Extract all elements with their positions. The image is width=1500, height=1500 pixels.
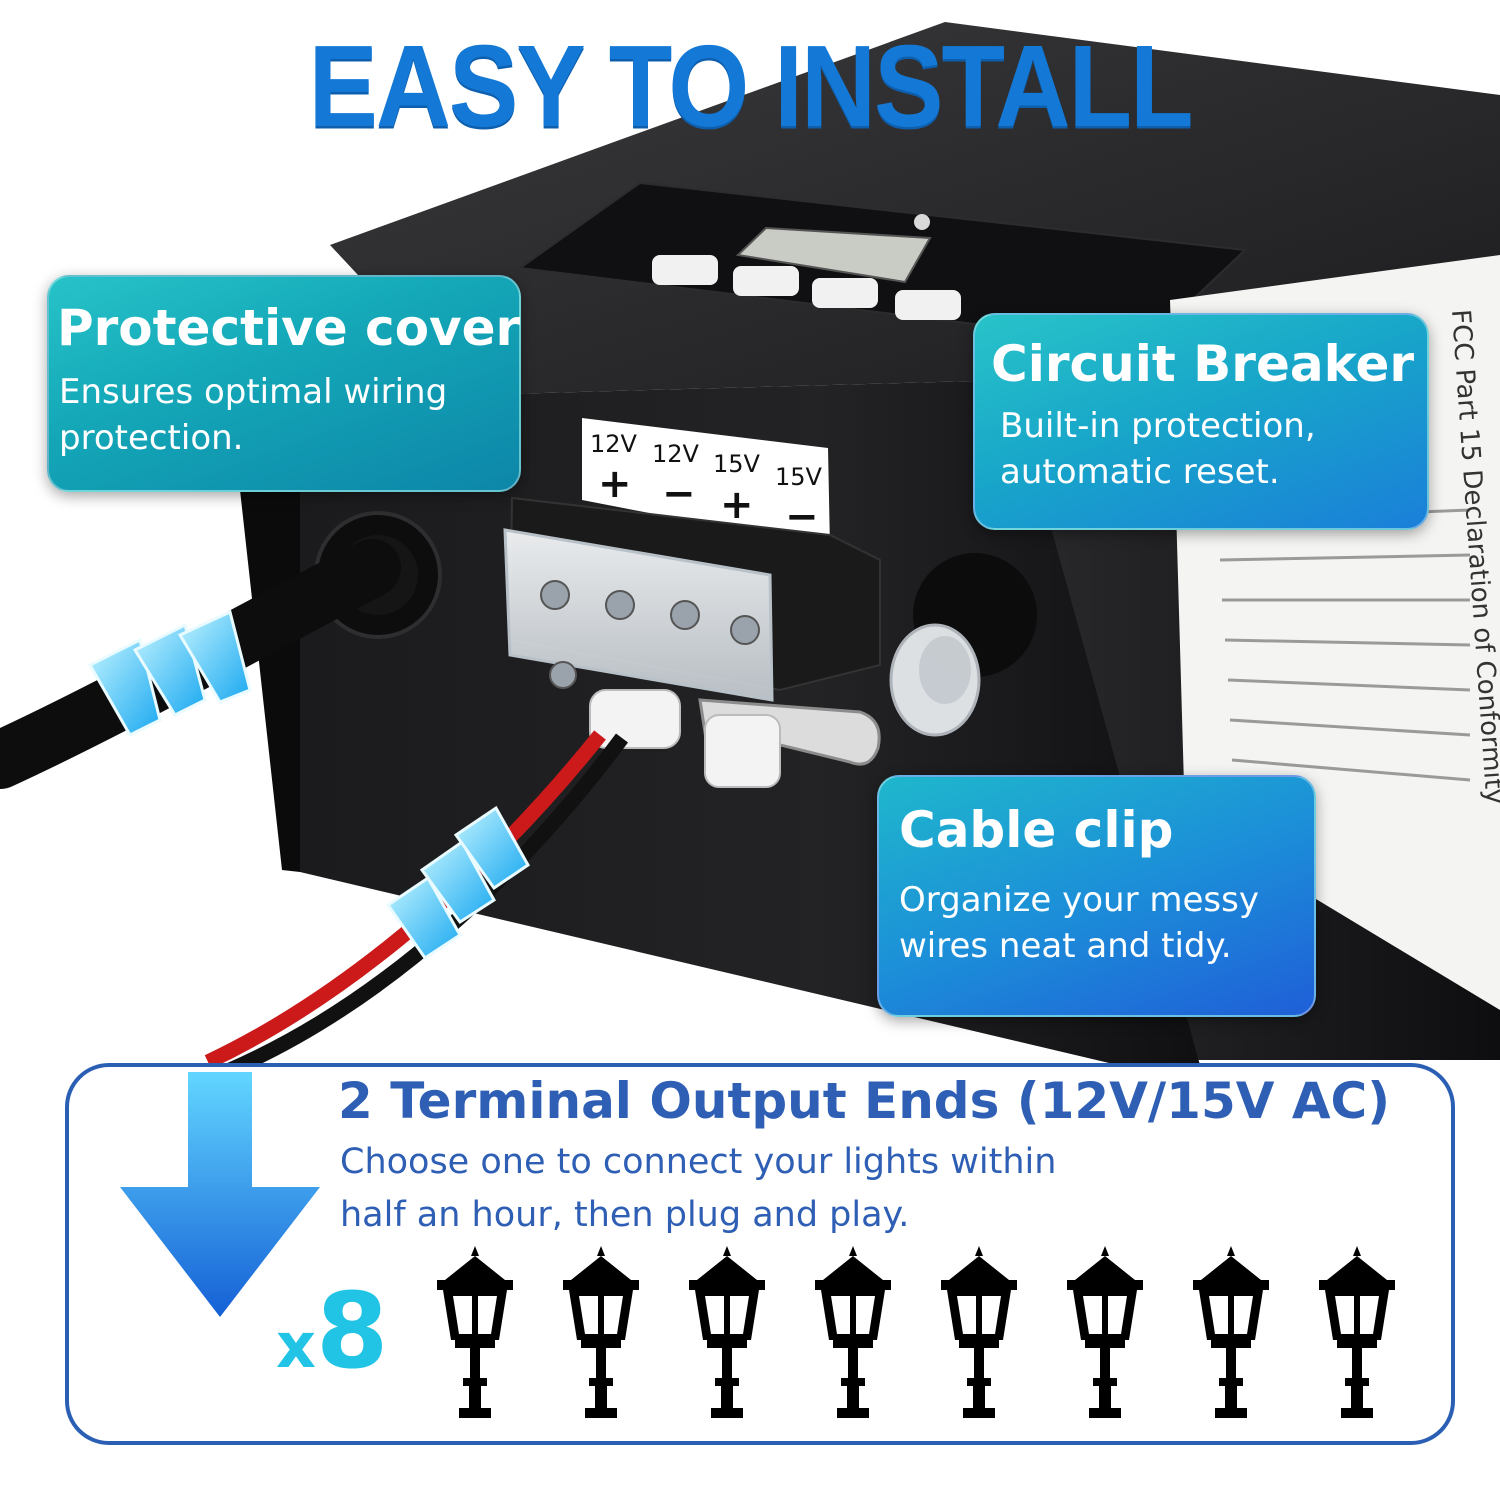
lamp-row [410,1244,1420,1424]
panel-button-down [812,278,878,308]
fcc-label-lines [1219,508,1471,782]
terminal-label-sign: − [662,471,696,517]
lamp-post-icon [425,1244,525,1420]
lamp-post-icon [803,1244,903,1420]
sensor-dot [914,214,930,230]
panel-button-up [733,266,799,296]
terminal-label-voltage: 15V [713,450,761,478]
cable-clip-callout: Cable clip Organize your messy wires nea… [877,775,1316,1017]
lamp-post-icon [1307,1244,1407,1420]
lamp-post-icon [551,1244,651,1420]
lamp-post-icon [929,1244,1029,1420]
terminal-label-voltage: 12V [590,430,638,458]
callout-text: Ensures optimal wiring protection. [59,372,448,459]
circuit-breaker-cap-hole [919,636,971,704]
headline: EASY TO INSTALL [308,21,1194,152]
panel-button-menu [652,255,718,285]
lamp-post-icon [1181,1244,1281,1420]
terminal-label-voltage: 15V [775,463,823,491]
protective-cover-callout: Protective cover Ensures optimal wiring … [47,275,521,492]
lamp-post-icon [677,1244,777,1420]
chevron-arrows-icon [385,805,530,961]
lcd-display [735,226,932,284]
terminal-label-sign: + [598,461,632,507]
callout-title: Cable clip [899,801,1174,859]
callout-text: Built-in protection, automatic reset. [1000,406,1316,493]
chevron-arrows-icon [87,609,252,737]
cable-grommet-1 [589,689,681,749]
lamp-count: x8 [276,1270,388,1392]
callout-text: Organize your messy wires neat and tidy. [899,880,1259,967]
lamp-count-prefix: x [276,1309,316,1382]
lamp-count-number: 8 [316,1270,389,1392]
circuit-breaker-callout: Circuit Breaker Built-in protection, aut… [973,313,1429,530]
output-description: Choose one to connect your lights within… [340,1142,1057,1235]
terminal-label-plate [582,418,830,548]
panel-button-enter [895,290,961,320]
terminal-label-sign: + [720,482,754,528]
terminal-labels: 12V + 12V − 15V + 15V − [590,430,823,540]
callout-title: Protective cover [57,299,521,357]
protective-cover [503,528,774,702]
mounting-flange [240,480,300,872]
down-arrow-icon [120,1072,320,1317]
lamp-post-icon [1055,1244,1155,1420]
terminal-label-voltage: 12V [652,440,700,468]
output-title: 2 Terminal Output Ends (12V/15V AC) [338,1072,1391,1130]
cable-grommet-2 [704,714,781,788]
callout-title: Circuit Breaker [991,335,1415,393]
